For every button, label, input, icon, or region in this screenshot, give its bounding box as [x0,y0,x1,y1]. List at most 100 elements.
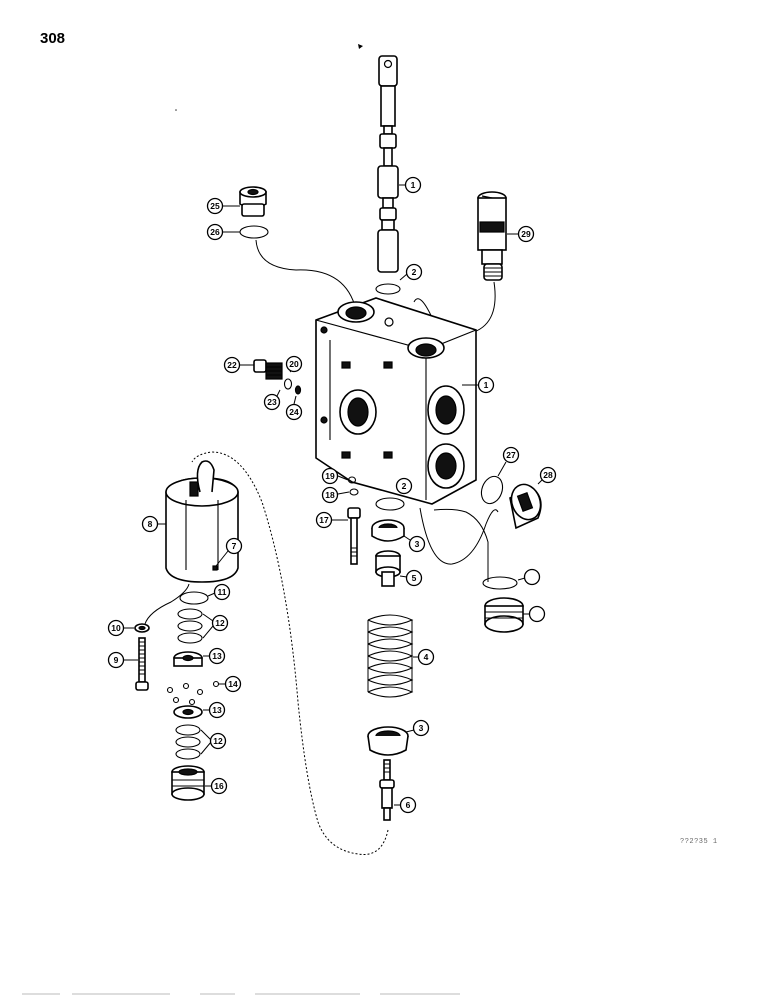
callout-19: 20 [285,355,303,373]
svg-text:8: 8 [148,519,153,529]
svg-text:28: 28 [543,470,553,480]
callout-13-lower: 13 [208,701,226,719]
o-ring-upper [375,283,401,295]
svg-text:2: 2 [412,267,417,277]
callout-5: 5 [405,569,423,587]
svg-text:25: 25 [210,201,220,211]
callout-9: 9 [107,651,125,669]
svg-text:10: 10 [111,623,121,633]
svg-text:3: 3 [419,723,424,733]
svg-text:7: 7 [232,541,237,551]
callout-11: 11 [213,583,231,601]
svg-text:4: 4 [424,652,429,662]
catalog-code: ??2?35 1 [680,838,718,846]
callout-17: 18 [321,486,339,504]
callout-14: 14 [224,675,242,693]
callout-23: 25 [206,197,224,215]
svg-text:29: 29 [521,229,531,239]
balls-14 [166,680,220,706]
callout-15: 16 [210,777,228,795]
o-ring-28 [482,576,518,590]
svg-text:11: 11 [218,587,227,597]
svg-text:13: 13 [212,705,222,715]
ring-17 [349,488,359,496]
svg-text:14: 14 [228,679,238,689]
seat-3-lower [367,726,409,756]
check-plug-20 [253,359,283,380]
callout-8: 8 [141,515,159,533]
screw-16 [347,507,361,565]
svg-text:18: 18 [325,490,335,500]
svg-text:16: 16 [214,781,224,791]
callout-22: 24 [285,403,303,421]
spring-4 [367,614,414,698]
ball-22 [294,385,302,395]
callout-13-upper: 13 [208,647,226,665]
callout-12-upper: 12 [211,614,229,632]
retainer-13-upper [173,651,203,667]
cap-5 [375,550,401,587]
relief-valve-29 [477,191,507,281]
svg-text:12: 12 [215,618,225,628]
bolt-6 [379,759,395,821]
svg-text:26: 26 [210,227,220,237]
spool-part [377,55,399,273]
svg-text:3: 3 [415,539,420,549]
callout-29: 29 [517,225,535,243]
svg-text:27: 27 [506,450,516,460]
callout-28 [523,568,541,586]
plug-27 [484,597,524,633]
svg-text:17: 17 [319,515,329,525]
callout-2-lower: 2 [395,477,413,495]
svg-text:12: 12 [213,736,223,746]
washer-10 [134,623,150,633]
svg-text:13: 13 [212,651,222,661]
washers-12-upper [177,608,203,644]
plug-25 [509,483,542,530]
callout-1-body: 1 [477,376,495,394]
callout-18: 19 [321,467,339,485]
pin-7 [212,565,218,571]
callout-3-upper: 3 [408,535,426,553]
seat-3-upper [371,519,405,542]
ring-11 [179,591,209,605]
svg-text:1: 1 [411,180,416,190]
retainer-13-lower [173,705,203,719]
callout-10: 10 [107,619,125,637]
plug-part-23 [239,186,267,217]
callout-27 [528,605,546,623]
svg-text:6: 6 [406,800,411,810]
plug-15 [171,765,205,801]
o-ring-26 [480,475,504,505]
page-number: 308 [40,30,66,47]
ring-18 [347,476,357,484]
svg-text:1: 1 [484,380,489,390]
svg-text:9: 9 [114,655,119,665]
callout-1-spool: 1 [404,176,422,194]
callout-3-lower: 3 [412,719,430,737]
washers-12-lower [175,724,201,760]
callout-20: 22 [223,356,241,374]
svg-text:20: 20 [289,359,299,369]
svg-text:24: 24 [289,407,299,417]
callout-2-o-ring: 2 [405,263,423,281]
o-ring-24 [239,225,269,239]
valve-body [315,297,477,505]
o-ring-lower [375,497,405,511]
ring-19 [283,378,293,390]
callout-25: 28 [539,466,557,484]
callout-21: 23 [263,393,281,411]
callout-7: 7 [225,537,243,555]
svg-text:19: 19 [325,471,335,481]
svg-text:22: 22 [227,360,237,370]
svg-text:5: 5 [412,573,417,583]
callout-26: 27 [502,446,520,464]
callout-6: 6 [399,796,417,814]
callout-24: 26 [206,223,224,241]
bolt-9 [135,637,149,691]
cylinder-8 [165,460,239,583]
callout-16: 17 [315,511,333,529]
svg-text:23: 23 [267,397,277,407]
